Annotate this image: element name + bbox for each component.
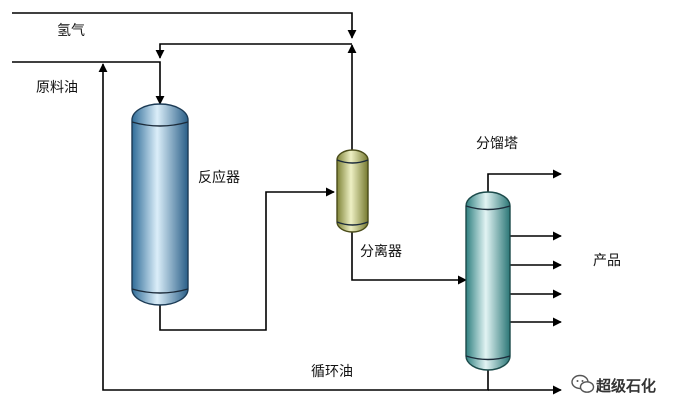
recycle-gas-header — [155, 43, 352, 59]
feed-oil-line — [12, 61, 165, 105]
reactor-bottom-seam — [131, 288, 189, 294]
wechat-icon — [571, 374, 595, 393]
recycle-oil-line — [98, 63, 489, 391]
fractionator-bottom-seam — [465, 355, 511, 361]
separator-vessel — [336, 149, 369, 233]
hydrogen-line — [12, 12, 357, 39]
feed-oil-label: 原料油 — [36, 80, 78, 96]
separator-label: 分离器 — [360, 243, 402, 260]
fractionator-column — [465, 191, 511, 371]
watermark: 超级石化 — [571, 374, 656, 395]
recycle-oil-label: 循环油 — [311, 364, 353, 380]
fractionator-label: 分馏塔 — [476, 136, 518, 152]
separator-liquid-line — [351, 232, 467, 285]
fractionator-overhead-line — [487, 169, 562, 192]
hydrogen-label: 氢气 — [57, 23, 85, 39]
fractionator-top-seam — [465, 205, 511, 211]
reactor-effluent-line — [159, 187, 335, 331]
reactor-top-seam — [131, 121, 189, 127]
watermark-text: 超级石化 — [595, 377, 656, 395]
reactor-label: 反应器 — [198, 169, 240, 186]
separator-bottom-seam — [336, 221, 369, 226]
products-label: 产品 — [593, 253, 621, 269]
separator-top-seam — [336, 159, 369, 164]
reactor-vessel — [131, 103, 189, 306]
